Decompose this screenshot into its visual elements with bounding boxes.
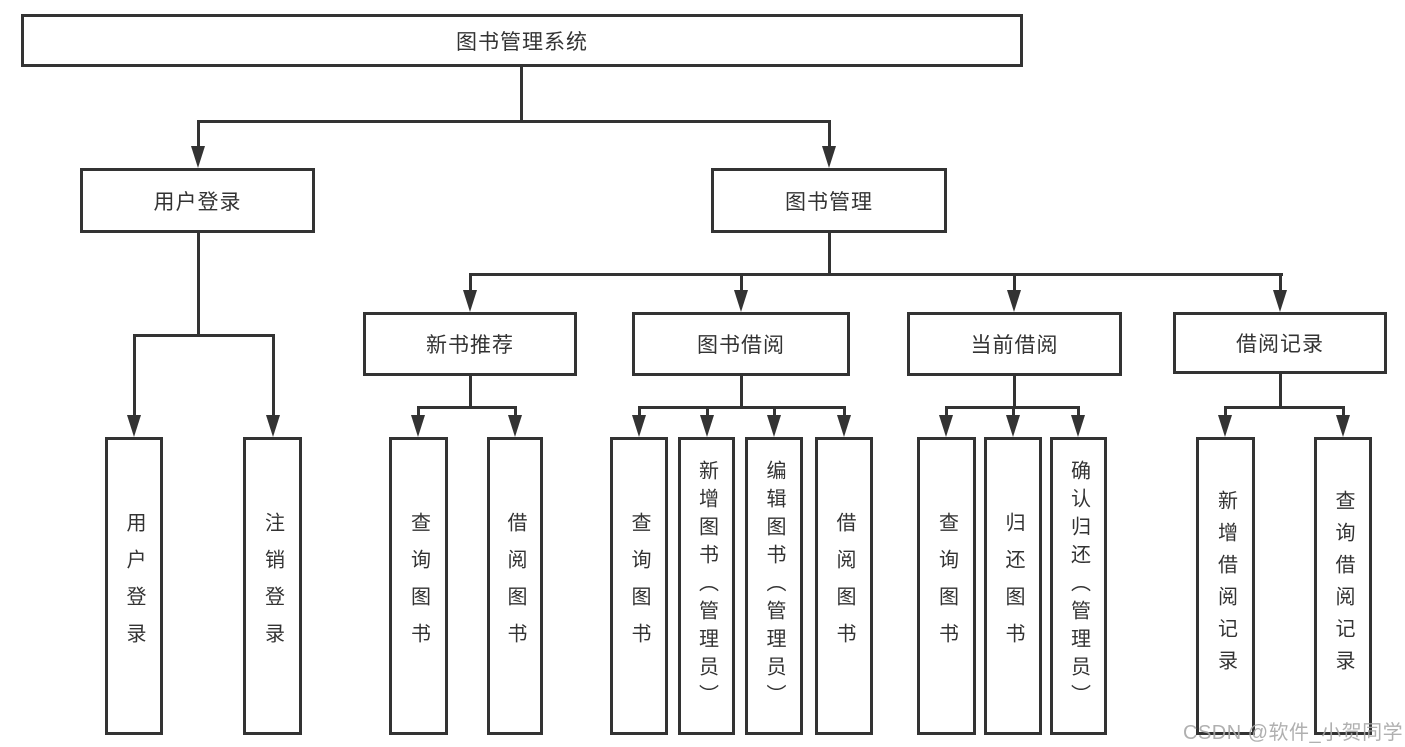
csdn-watermark: CSDN @软件_小贺同学 <box>1183 722 1404 744</box>
arrowhead-icon <box>266 415 280 437</box>
node-user-login: 用户登录 <box>80 168 315 233</box>
connector-line <box>133 334 136 419</box>
leaf-borrow-books: 借阅图书 <box>815 437 873 735</box>
connector-line <box>514 406 517 418</box>
arrowhead-icon <box>632 415 646 437</box>
connector-line <box>843 406 846 418</box>
node-book-borrow-label: 图书借阅 <box>697 334 785 357</box>
connector-line <box>1013 273 1016 295</box>
leaf-borrow-books-recommend: 借阅图书 <box>487 437 543 735</box>
connector-line <box>469 273 472 295</box>
node-new-book-recommend-label: 新书推荐 <box>426 334 514 357</box>
arrowhead-icon <box>411 415 425 437</box>
leaf-query-books-current: 查询图书 <box>917 437 976 735</box>
connector-line <box>1279 374 1282 409</box>
arrowhead-icon <box>939 415 953 437</box>
connector-line <box>197 120 200 150</box>
connector-line <box>1224 406 1227 418</box>
leaf-query-books-recommend: 查询图书 <box>389 437 448 735</box>
arrowhead-icon <box>1336 415 1350 437</box>
node-book-borrow: 图书借阅 <box>632 312 850 376</box>
connector-line <box>133 334 275 337</box>
arrowhead-icon <box>837 415 851 437</box>
connector-line <box>945 406 948 418</box>
leaf-edit-books-admin: 编辑图书（管理员） <box>745 437 803 735</box>
connector-line <box>638 406 846 409</box>
leaf-query-borrow-record-label: 查询借阅记录 <box>1332 490 1354 682</box>
arrowhead-icon <box>767 415 781 437</box>
connector-line <box>197 233 200 337</box>
leaf-query-books-borrow-label: 查询图书 <box>628 512 650 660</box>
connector-line <box>197 120 831 123</box>
leaf-query-books-borrow: 查询图书 <box>610 437 668 735</box>
leaf-edit-books-admin-label: 编辑图书（管理员） <box>763 460 785 712</box>
connector-line <box>520 67 523 123</box>
node-root-label: 图书管理系统 <box>456 30 588 54</box>
leaf-query-books-current-label: 查询图书 <box>935 512 958 660</box>
connector-line <box>828 120 831 150</box>
leaf-confirm-return-admin: 确认归还（管理员） <box>1050 437 1107 735</box>
leaf-logout: 注销登录 <box>243 437 302 735</box>
leaf-add-borrow-record-label: 新增借阅记录 <box>1214 490 1237 682</box>
leaf-return-books-label: 归还图书 <box>1002 512 1024 660</box>
connector-line <box>1077 406 1080 418</box>
connector-line <box>740 273 743 295</box>
leaf-borrow-books-recommend-label: 借阅图书 <box>504 512 526 660</box>
leaf-add-books-admin-label: 新增图书（管理员） <box>695 460 718 712</box>
arrowhead-icon <box>1273 290 1287 312</box>
connector-line <box>706 406 709 418</box>
node-borrow-records: 借阅记录 <box>1173 312 1387 374</box>
arrowhead-icon <box>127 415 141 437</box>
connector-line <box>1279 273 1282 295</box>
leaf-user-login: 用户登录 <box>105 437 163 735</box>
node-new-book-recommend: 新书推荐 <box>363 312 577 376</box>
arrowhead-icon <box>1071 415 1085 437</box>
connector-line <box>1013 376 1016 409</box>
leaf-add-borrow-record: 新增借阅记录 <box>1196 437 1255 735</box>
arrowhead-icon <box>508 415 522 437</box>
connector-line <box>417 406 420 418</box>
connector-line <box>1012 406 1015 418</box>
arrowhead-icon <box>1218 415 1232 437</box>
leaf-query-books-recommend-label: 查询图书 <box>407 512 430 660</box>
connector-line <box>773 406 776 418</box>
connector-line <box>828 233 831 276</box>
leaf-query-borrow-record: 查询借阅记录 <box>1314 437 1372 735</box>
connector-line <box>469 376 472 409</box>
connector-line <box>1224 406 1344 409</box>
connector-line <box>1342 406 1345 418</box>
connector-line <box>469 273 1283 276</box>
leaf-user-login-label: 用户登录 <box>123 512 145 660</box>
leaf-borrow-books-label: 借阅图书 <box>833 512 855 660</box>
leaf-confirm-return-admin-label: 确认归还（管理员） <box>1067 460 1090 712</box>
node-book-management: 图书管理 <box>711 168 947 233</box>
arrowhead-icon <box>1006 415 1020 437</box>
connector-line <box>740 376 743 409</box>
node-book-management-label: 图书管理 <box>785 190 873 214</box>
arrowhead-icon <box>700 415 714 437</box>
arrowhead-icon <box>1007 290 1021 312</box>
node-borrow-records-label: 借阅记录 <box>1236 333 1324 356</box>
node-root: 图书管理系统 <box>21 14 1023 67</box>
leaf-add-books-admin: 新增图书（管理员） <box>678 437 735 735</box>
leaf-return-books: 归还图书 <box>984 437 1042 735</box>
arrowhead-icon <box>191 146 205 168</box>
connector-line <box>417 406 517 409</box>
arrowhead-icon <box>734 290 748 312</box>
connector-line <box>638 406 641 418</box>
node-current-borrow: 当前借阅 <box>907 312 1122 376</box>
node-user-login-label: 用户登录 <box>153 190 242 214</box>
connector-line <box>272 334 275 419</box>
node-current-borrow-label: 当前借阅 <box>970 334 1059 357</box>
leaf-logout-label: 注销登录 <box>261 512 284 660</box>
arrowhead-icon <box>463 290 477 312</box>
arrowhead-icon <box>822 146 836 168</box>
